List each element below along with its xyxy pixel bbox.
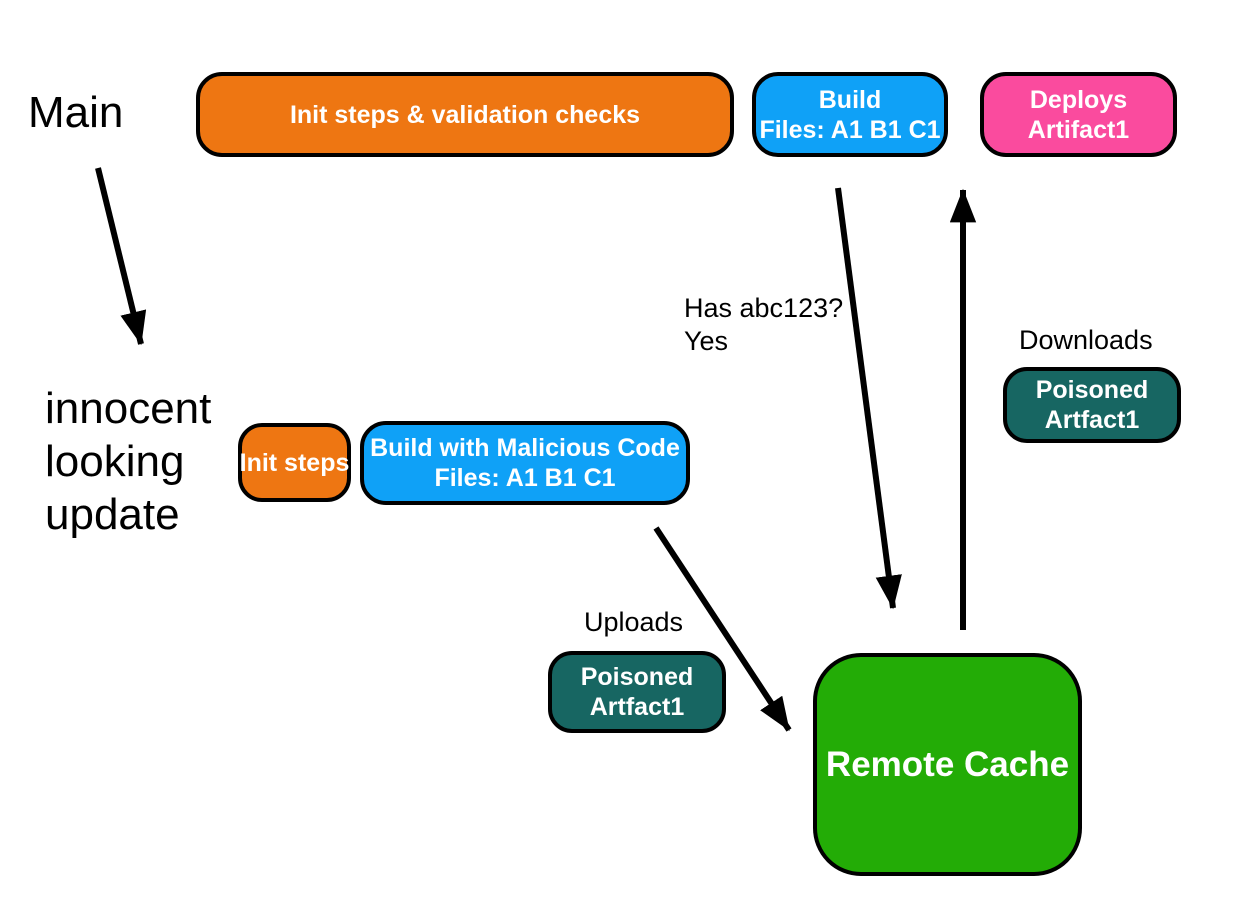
main-branch-label-text: Main	[28, 88, 124, 137]
node-deploys-artifact1: Deploys Artifact1	[980, 72, 1177, 157]
innocent-update-line3: update	[45, 490, 180, 539]
innocent-update-label: innocent looking update	[45, 382, 211, 541]
downloads-label: Downloads	[1019, 324, 1153, 357]
innocent-update-line1: innocent	[45, 384, 212, 433]
node-build-line2: Files: A1 B1 C1	[759, 115, 941, 144]
node-poisoned-upload-line2: Artfact1	[589, 693, 685, 721]
uploads-label-text: Uploads	[584, 607, 684, 637]
node-poisoned-artifact-download: Poisoned Artfact1	[1003, 367, 1181, 443]
node-build-malicious-line2: Files: A1 B1 C1	[434, 464, 616, 492]
uploads-label: Uploads	[584, 606, 683, 639]
node-init-steps: Init steps	[238, 423, 351, 502]
arrow-build-to-cache-query	[835, 187, 902, 610]
cache-query-label: Has abc123? Yes	[684, 292, 843, 358]
node-init-steps-text: Init steps	[239, 448, 350, 477]
node-deploys-line1: Deploys	[1029, 85, 1128, 114]
node-poisoned-upload-line1: Poisoned	[580, 663, 694, 691]
node-build-malicious-code: Build with Malicious Code Files: A1 B1 C…	[360, 421, 690, 505]
node-init-validation-checks: Init steps & validation checks	[196, 72, 734, 157]
node-init-validation-checks-text: Init steps & validation checks	[289, 100, 641, 129]
node-poisoned-artifact-upload: Poisoned Artfact1	[548, 651, 726, 733]
node-deploys-line2: Artifact1	[1027, 115, 1130, 144]
node-remote-cache: Remote Cache	[813, 653, 1082, 876]
innocent-update-line2: looking	[45, 437, 185, 486]
cache-query-line2: Yes	[684, 326, 729, 356]
node-poisoned-download-line1: Poisoned	[1035, 376, 1149, 404]
node-build-malicious-line1: Build with Malicious Code	[370, 434, 680, 462]
node-remote-cache-text: Remote Cache	[825, 744, 1070, 784]
arrow-main-to-update	[95, 167, 147, 346]
node-build: Build Files: A1 B1 C1	[752, 72, 948, 157]
main-branch-label: Main	[28, 86, 123, 139]
node-build-line1: Build	[818, 85, 882, 114]
node-poisoned-download-line2: Artfact1	[1044, 406, 1140, 434]
cache-query-line1: Has abc123?	[684, 293, 844, 323]
downloads-label-text: Downloads	[1019, 325, 1153, 355]
